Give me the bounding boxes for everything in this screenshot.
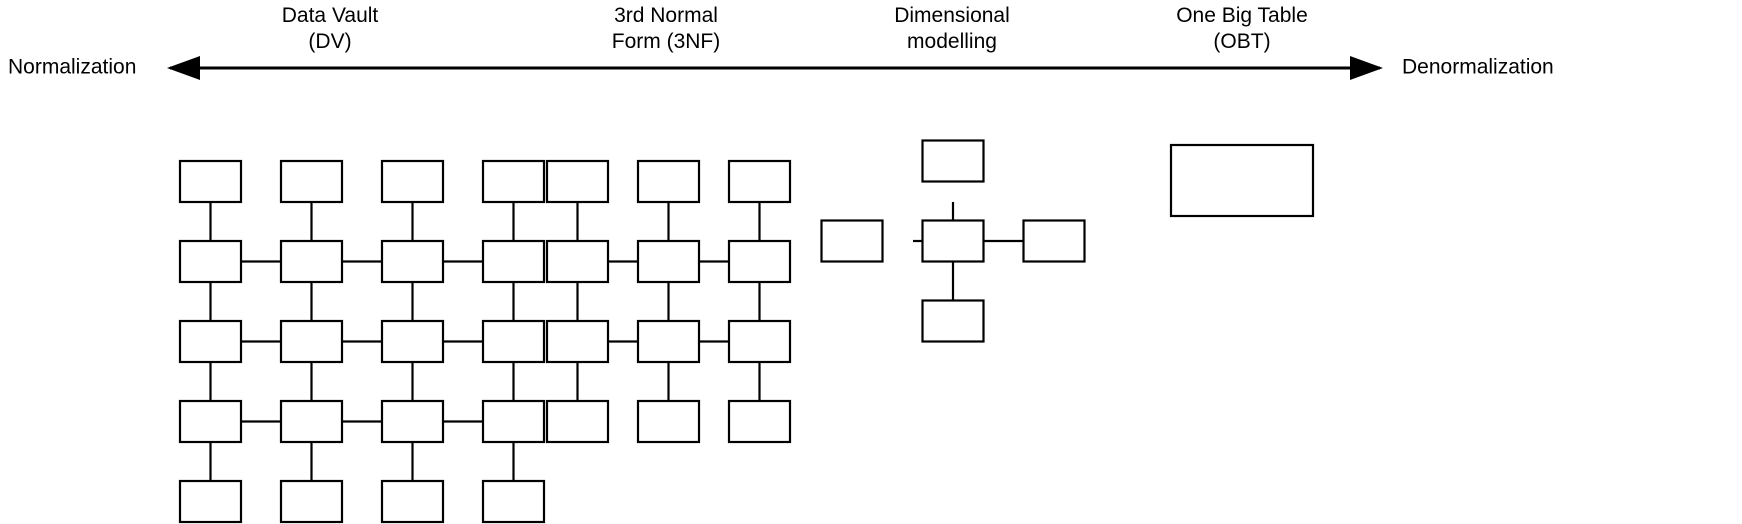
entity-box xyxy=(380,159,445,204)
entity-box xyxy=(178,399,243,444)
entity-box xyxy=(636,239,701,284)
entity-box xyxy=(545,399,610,444)
entity-box xyxy=(481,319,546,364)
entity-box xyxy=(545,239,610,284)
satellite-box-bottom xyxy=(921,299,985,343)
column-heading-line-1: Data Vault xyxy=(282,4,379,27)
column-heading-third-normal-form: 3rd Normal Form (3NF) xyxy=(612,4,721,53)
one-big-table-box xyxy=(1169,143,1315,218)
axis-label-denormalization: Denormalization xyxy=(1402,56,1554,79)
column-heading-dimensional-modelling: Dimensional modelling xyxy=(894,4,1010,53)
entity-box xyxy=(481,239,546,284)
entity-box xyxy=(545,319,610,364)
entity-box xyxy=(727,239,792,284)
entity-box xyxy=(636,399,701,444)
entity-box xyxy=(178,159,243,204)
column-heading-line-2: (DV) xyxy=(308,30,351,53)
entity-box xyxy=(178,479,243,524)
entity-box xyxy=(279,239,344,284)
entity-box xyxy=(727,399,792,444)
model-group-third-normal-form xyxy=(545,159,792,444)
satellite-box-left xyxy=(820,219,884,263)
column-heading-line-2: modelling xyxy=(907,30,997,53)
entity-box xyxy=(481,399,546,444)
column-heading-line-1: One Big Table xyxy=(1176,4,1308,27)
model-group-data-vault xyxy=(178,159,546,524)
entity-box xyxy=(636,319,701,364)
entity-box xyxy=(380,479,445,524)
column-heading-one-big-table: One Big Table (OBT) xyxy=(1176,4,1308,53)
entity-box xyxy=(545,159,610,204)
column-headings: Data Vault (DV) 3rd Normal Form (3NF) Di… xyxy=(282,4,1308,53)
fact-box-center xyxy=(921,219,985,263)
axis-label-normalization: Normalization xyxy=(8,56,136,79)
entity-box xyxy=(279,479,344,524)
model-group-one-big-table xyxy=(1169,143,1315,218)
entity-box xyxy=(178,319,243,364)
entity-box xyxy=(279,319,344,364)
entity-box xyxy=(481,479,546,524)
entity-box xyxy=(481,159,546,204)
model-group-dimensional-modelling xyxy=(820,139,1086,343)
entity-box xyxy=(178,239,243,284)
satellite-box-top xyxy=(921,139,985,183)
column-heading-data-vault: Data Vault (DV) xyxy=(282,4,379,53)
spectrum-axis: Normalization Denormalization xyxy=(8,56,1554,80)
entity-box xyxy=(727,319,792,364)
entity-box xyxy=(279,399,344,444)
entity-box xyxy=(380,239,445,284)
entity-box xyxy=(727,159,792,204)
column-heading-line-2: (OBT) xyxy=(1213,30,1270,53)
column-heading-line-1: Dimensional xyxy=(894,4,1010,27)
entity-box xyxy=(380,399,445,444)
entity-box xyxy=(380,319,445,364)
satellite-box-right xyxy=(1022,219,1086,263)
model-illustrations xyxy=(178,139,1315,524)
column-heading-line-1: 3rd Normal xyxy=(614,4,718,27)
entity-box xyxy=(636,159,701,204)
column-heading-line-2: Form (3NF) xyxy=(612,30,721,53)
entity-box xyxy=(279,159,344,204)
